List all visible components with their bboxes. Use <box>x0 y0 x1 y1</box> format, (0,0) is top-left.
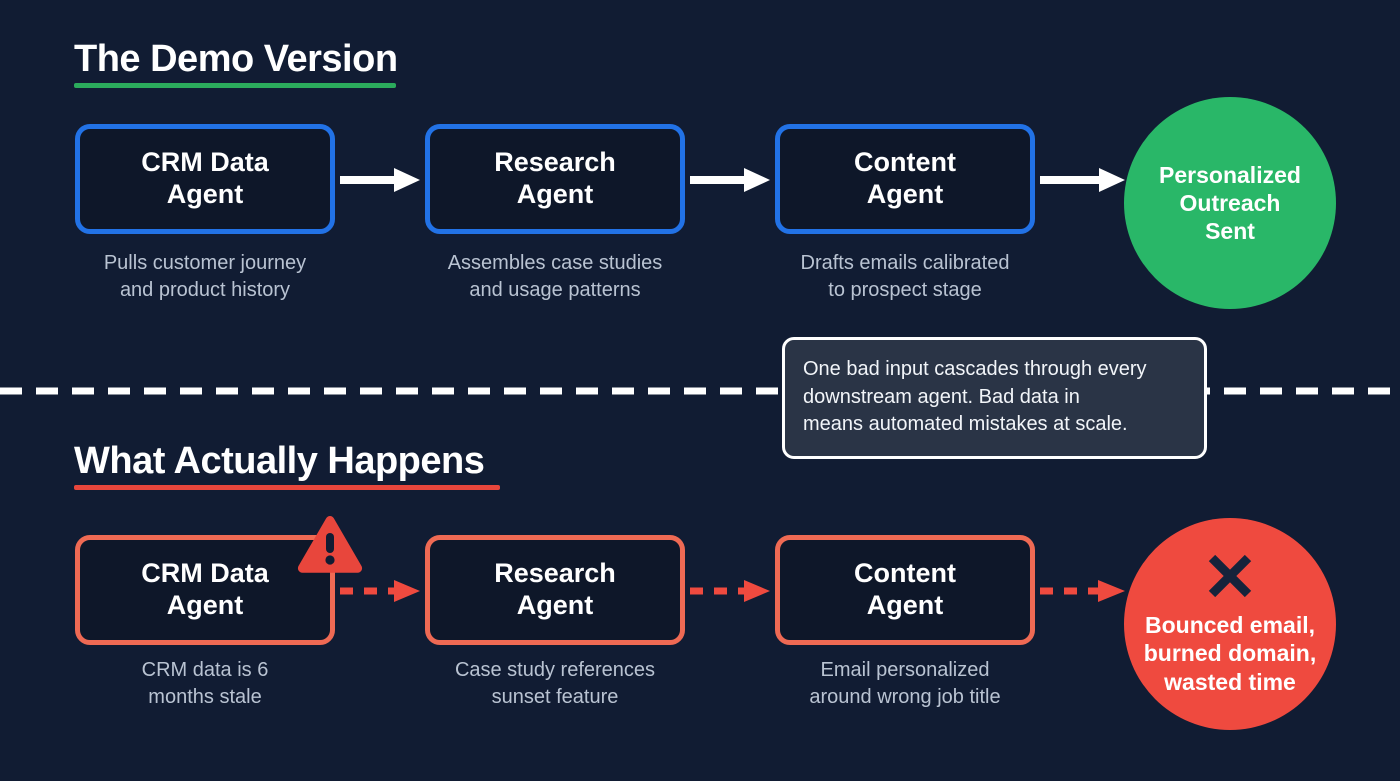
demo-step-2-label: Research Agent <box>494 147 616 209</box>
demo-arrow-3 <box>1040 166 1125 199</box>
demo-step-3-label: Content Agent <box>854 147 956 209</box>
warning-badge[interactable] <box>295 513 365 580</box>
demo-title-underline <box>74 83 396 88</box>
demo-step-1-caption: Pulls customer journey and product histo… <box>103 252 307 301</box>
demo-step-3-box[interactable]: Content Agent <box>775 124 1035 234</box>
reality-step-2-caption: Case study references sunset feature <box>454 659 656 708</box>
demo-step-1-box[interactable]: CRM Data Agent <box>75 124 335 234</box>
demo-outcome-label: Personalized Outreach Sent <box>1159 161 1301 245</box>
arrow-right-icon <box>1040 168 1125 192</box>
reality-step-2-box[interactable]: Research Agent <box>425 535 685 645</box>
demo-step-3-caption: Drafts emails calibrated to prospect sta… <box>800 252 1010 301</box>
reality-outcome-circle[interactable]: Bounced email, burned domain, wasted tim… <box>1124 518 1336 730</box>
reality-step-3-box[interactable]: Content Agent <box>775 535 1035 645</box>
demo-step-2-box[interactable]: Research Agent <box>425 124 685 234</box>
demo-outcome-circle[interactable]: Personalized Outreach Sent <box>1124 97 1336 309</box>
warning-triangle-icon <box>297 516 363 573</box>
reality-title-underline <box>74 485 500 490</box>
dashed-arrow-right-icon <box>690 580 770 602</box>
demo-step-1-label: CRM Data Agent <box>141 147 269 209</box>
demo-step-2-caption: Assembles case studies and usage pattern… <box>447 252 663 301</box>
callout-box: One bad input cascades through every dow… <box>782 337 1207 459</box>
demo-arrow-2 <box>690 166 770 199</box>
reality-step-3-caption: Email personalized around wrong job titl… <box>809 659 1001 708</box>
reality-step-2-label: Research Agent <box>494 558 616 620</box>
reality-outcome-icon-wrap <box>1204 552 1256 605</box>
dashed-arrow-right-icon <box>340 580 420 602</box>
reality-outcome-label: Bounced email, burned domain, wasted tim… <box>1143 612 1317 695</box>
arrow-right-icon <box>340 168 420 192</box>
reality-arrow-2 <box>690 577 770 610</box>
reality-arrow-1 <box>340 577 420 610</box>
demo-section-title: The Demo Version <box>74 38 398 80</box>
arrow-right-icon <box>690 168 770 192</box>
reality-step-1-label: CRM Data Agent <box>141 558 269 620</box>
reality-step-1-caption: CRM data is 6 months stale <box>141 659 269 708</box>
reality-arrow-3 <box>1040 577 1125 610</box>
dashed-arrow-right-icon <box>1040 580 1125 602</box>
reality-step-1-box[interactable]: CRM Data Agent <box>75 535 335 645</box>
reality-section-title: What Actually Happens <box>74 440 485 482</box>
demo-arrow-1 <box>340 166 420 199</box>
reality-step-3-label: Content Agent <box>854 558 956 620</box>
callout-text: One bad input cascades through every dow… <box>803 358 1147 436</box>
x-mark-icon <box>1208 555 1252 598</box>
